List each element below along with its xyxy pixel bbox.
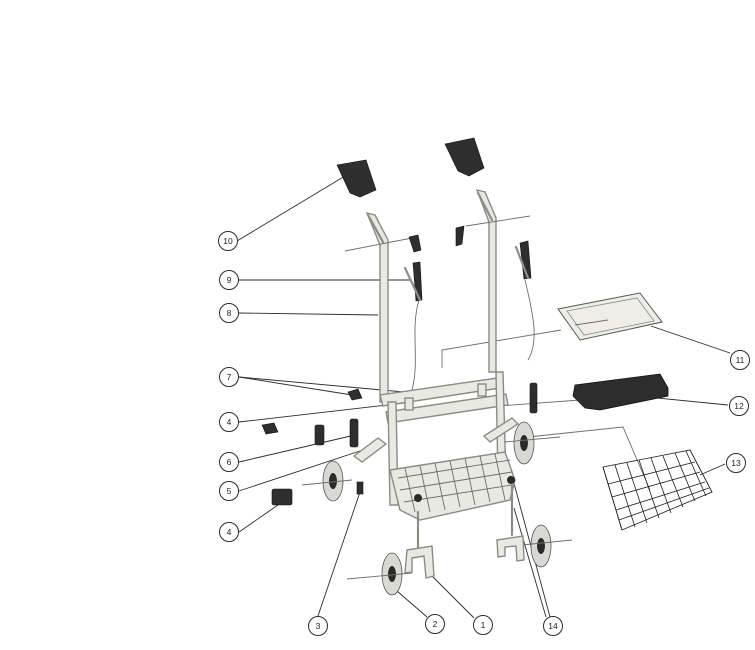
leader-10 [236, 175, 346, 242]
leader-14a [513, 507, 547, 618]
callout-1-label: 1 [481, 620, 486, 630]
handle-tubes [344, 188, 531, 403]
callout-11: 11 [730, 350, 750, 370]
callout-8: 8 [219, 303, 239, 323]
callout-4-lower: 4 [219, 522, 239, 542]
leader-4b [238, 504, 279, 533]
leader-2 [396, 590, 428, 618]
guide-basket [527, 426, 651, 491]
callout-10-label: 10 [223, 236, 233, 246]
callout-12-label: 12 [734, 401, 744, 411]
callout-14: 14 [543, 616, 563, 636]
leader-3 [317, 491, 361, 617]
callout-4-upper: 4 [219, 412, 239, 432]
callout-7: 7 [219, 367, 239, 387]
tray [557, 292, 663, 341]
callout-13-label: 13 [731, 458, 741, 468]
seat-pad [572, 373, 669, 411]
callout-5: 5 [219, 481, 239, 501]
callout-11-label: 11 [736, 355, 745, 365]
callout-6: 6 [219, 452, 239, 472]
backrest-pad-right [444, 137, 485, 177]
callout-9-label: 9 [227, 275, 232, 285]
callout-2-label: 2 [433, 619, 438, 629]
callout-12: 12 [729, 396, 749, 416]
callout-14-label: 14 [548, 621, 558, 631]
callout-10: 10 [218, 231, 238, 251]
callout-9: 9 [219, 270, 239, 290]
leader-7a [238, 376, 353, 396]
clamps [261, 382, 538, 506]
leader-13 [699, 463, 726, 476]
main-frame [352, 371, 520, 521]
rear-wheel-right [504, 421, 561, 465]
leader-7b [238, 376, 405, 393]
leader-11 [650, 325, 731, 354]
leader-8 [238, 312, 379, 316]
guide-tray [441, 329, 562, 368]
front-wheel-left [346, 510, 435, 596]
leader-6 [238, 434, 356, 463]
leader-5 [238, 444, 379, 492]
basket [602, 449, 713, 531]
leader-1 [429, 573, 475, 619]
callout-4-lower-label: 4 [227, 527, 232, 537]
callout-2: 2 [425, 614, 445, 634]
callout-3: 3 [308, 616, 328, 636]
callout-8-label: 8 [227, 308, 232, 318]
brake-handles [403, 225, 535, 391]
backrest-pad-left [336, 159, 377, 198]
callout-13: 13 [726, 453, 746, 473]
callout-6-label: 6 [227, 457, 232, 467]
callout-4-upper-label: 4 [227, 417, 232, 427]
callout-1: 1 [473, 615, 493, 635]
callout-5-label: 5 [227, 486, 232, 496]
rear-wheel-left [301, 460, 353, 502]
callout-3-label: 3 [316, 621, 321, 631]
front-wheel-right [496, 483, 573, 568]
callout-7-label: 7 [227, 372, 232, 382]
